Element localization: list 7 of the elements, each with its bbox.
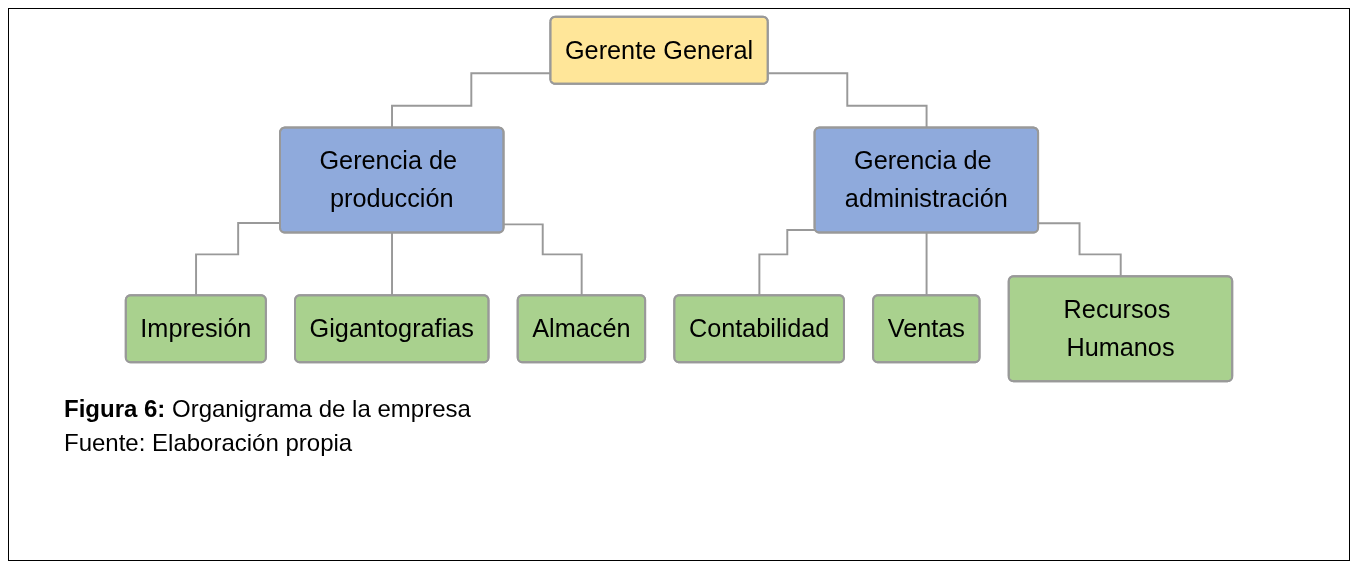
source-note: Fuente: Elaboración propia — [64, 429, 354, 457]
connector — [391, 232, 394, 297]
connector — [767, 72, 928, 129]
figure-caption: Figura 6: Organigrama de la empresa — [64, 395, 472, 423]
connector — [758, 229, 817, 297]
connector — [503, 223, 583, 297]
connector — [925, 232, 928, 297]
